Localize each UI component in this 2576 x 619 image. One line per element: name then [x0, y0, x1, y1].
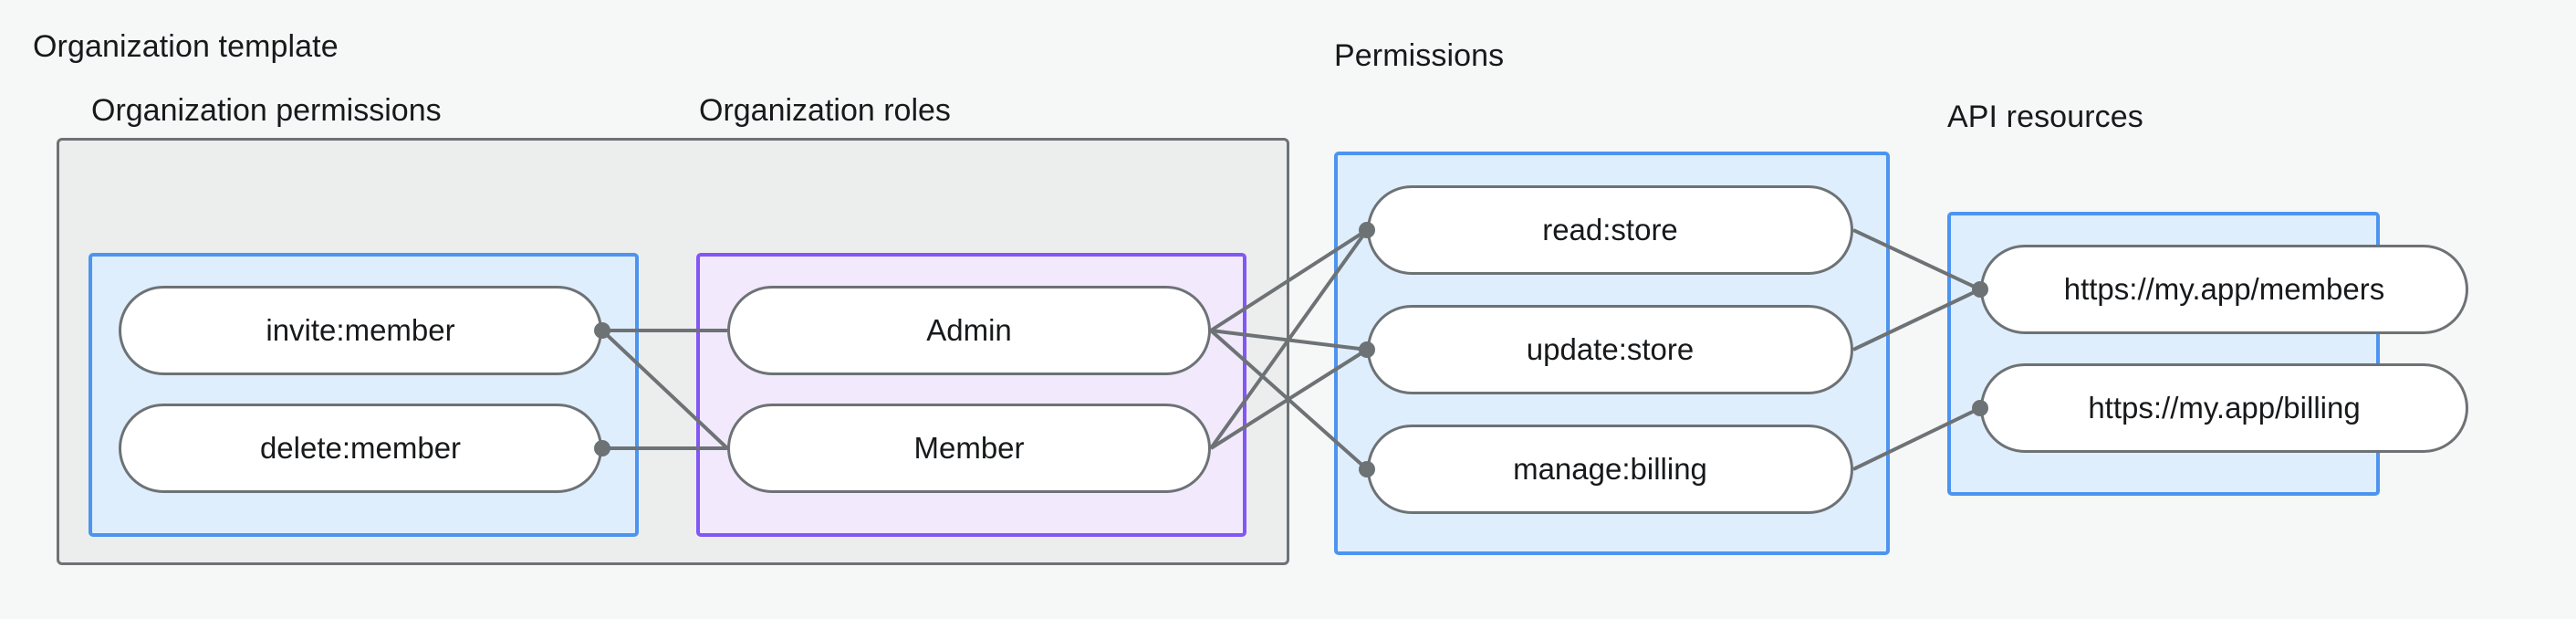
connector-dot-update-store-in — [1359, 341, 1375, 358]
connector-dot-read-store-in — [1359, 222, 1375, 238]
subgroup-title-organization-roles: Organization roles — [699, 93, 951, 128]
node-update-store[interactable]: update:store — [1367, 305, 1853, 394]
connector-dot-api-members-in — [1972, 281, 1988, 298]
node-api-members[interactable]: https://my.app/members — [1980, 245, 2468, 334]
node-member[interactable]: Member — [727, 404, 1211, 493]
node-api-billing[interactable]: https://my.app/billing — [1980, 363, 2468, 453]
group-title-organization-template: Organization template — [33, 29, 339, 64]
connector-dot-manage-billing-in — [1359, 461, 1375, 477]
node-delete-member[interactable]: delete:member — [119, 404, 602, 493]
node-read-store[interactable]: read:store — [1367, 185, 1853, 275]
node-admin[interactable]: Admin — [727, 286, 1211, 375]
group-title-permissions: Permissions — [1334, 38, 1505, 73]
group-title-api-resources: API resources — [1947, 100, 2143, 134]
subgroup-title-organization-permissions: Organization permissions — [91, 93, 442, 128]
node-manage-billing[interactable]: manage:billing — [1367, 425, 1853, 514]
connector-dot-delete-member-out — [594, 440, 610, 456]
connector-dot-api-billing-in — [1972, 400, 1988, 416]
connector-dot-invite-member-out — [594, 322, 610, 339]
node-invite-member[interactable]: invite:member — [119, 286, 602, 375]
